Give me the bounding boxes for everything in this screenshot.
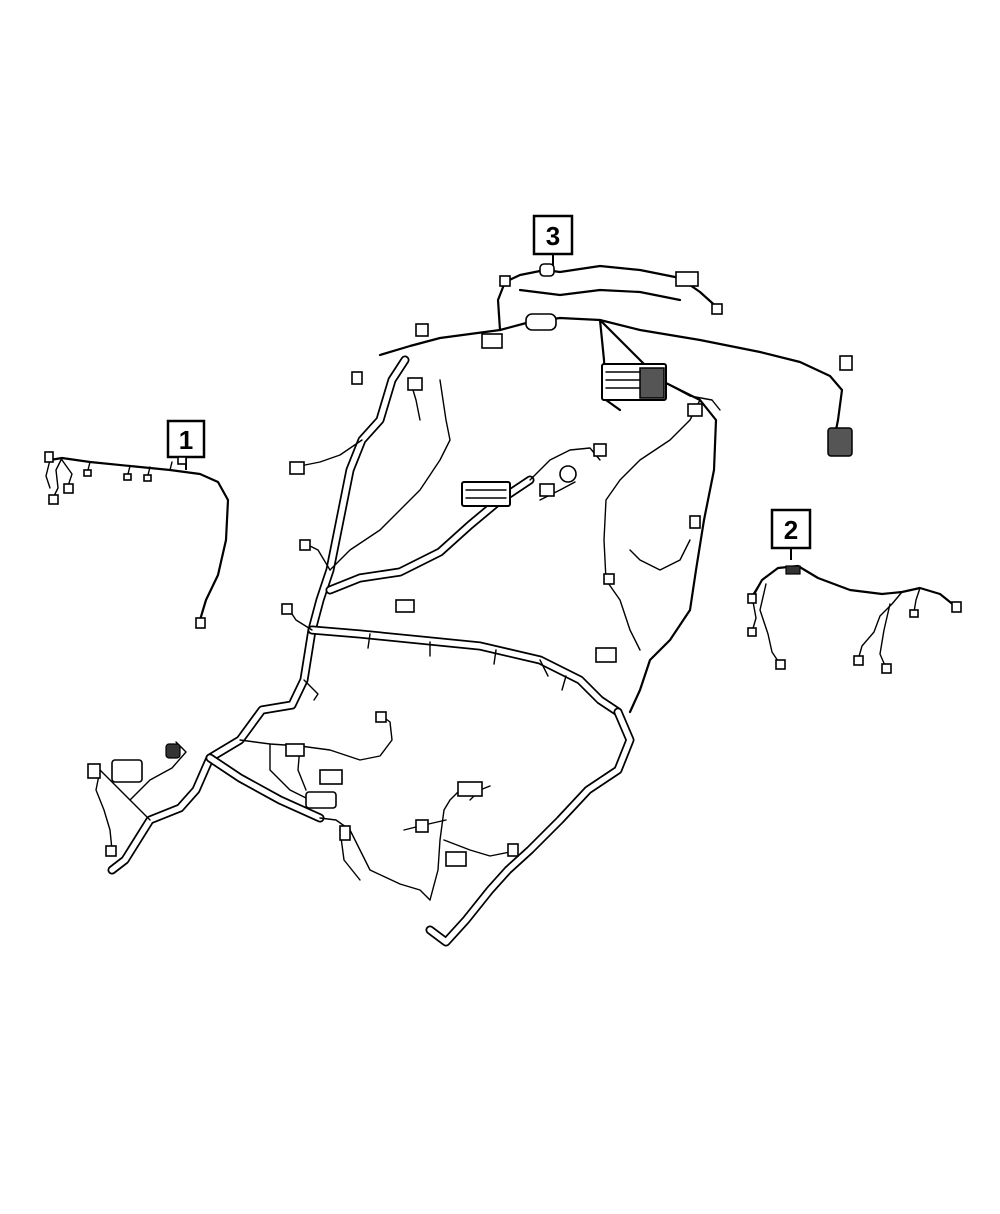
callout-1-label: 1	[179, 425, 193, 455]
callout-2[interactable]: 2	[770, 508, 812, 550]
callout-3[interactable]: 3	[532, 214, 574, 256]
callout-3-label: 3	[546, 221, 560, 251]
harness-1	[44, 451, 230, 629]
callout-2-label: 2	[784, 515, 798, 545]
callout-1[interactable]: 1	[166, 419, 206, 459]
harness-2	[747, 564, 962, 674]
harness-3-main	[87, 263, 853, 947]
